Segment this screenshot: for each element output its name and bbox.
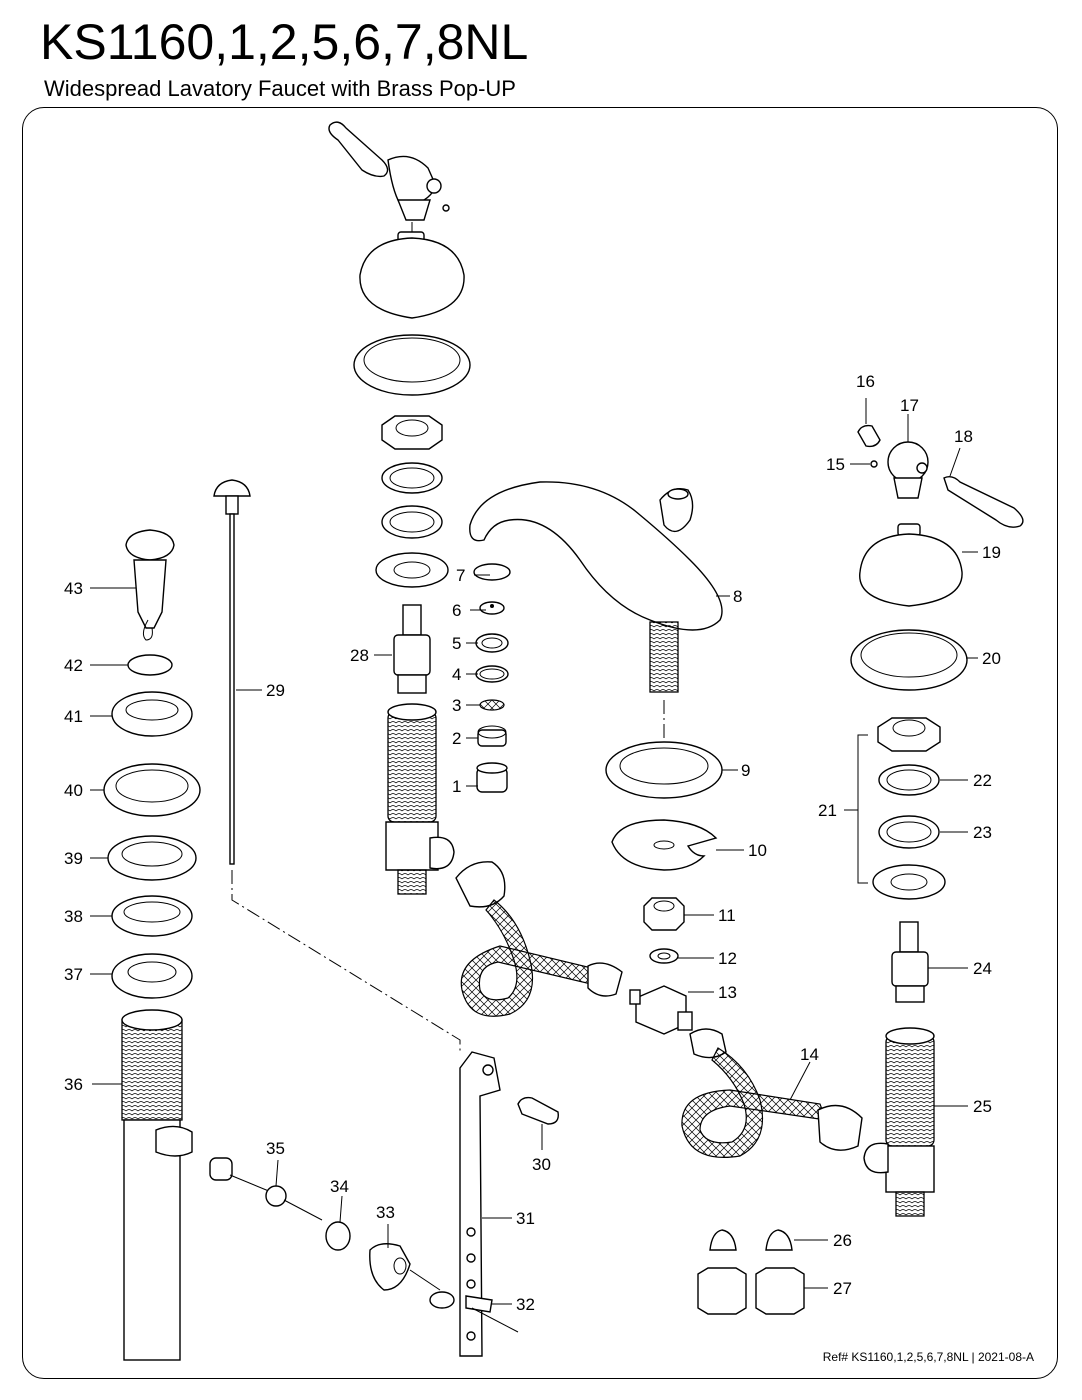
callout-32: 32 [516,1295,535,1314]
callout-23: 23 [973,823,992,842]
callout-36: 36 [64,1075,83,1094]
callout-22: 22 [973,771,992,790]
callout-10: 10 [748,841,767,860]
fittings-group [697,1229,805,1315]
diagram-frame [22,107,1058,1379]
callout-8: 8 [733,587,742,606]
callout-5: 5 [452,634,461,653]
callout-11: 11 [718,906,736,925]
spout-group [469,481,723,793]
callouts: 7 6 5 4 3 2 1 8 9 10 11 12 13 14 15 16 1… [64,372,1001,1314]
callout-42: 42 [64,656,83,675]
callout-12: 12 [718,949,737,968]
callout-29: 29 [266,681,285,700]
callout-17: 17 [900,396,919,415]
hoses-group [455,861,863,1158]
page-title: KS1160,1,2,5,6,7,8NL [40,14,529,70]
callout-39: 39 [64,849,83,868]
callout-43: 43 [64,579,83,598]
popup-drain-group [103,529,455,1361]
callout-33: 33 [376,1203,395,1222]
callout-7: 7 [456,566,465,585]
callout-1: 1 [452,777,461,796]
callout-19: 19 [982,543,1001,562]
callout-6: 6 [452,601,461,620]
popup-rod-group [213,479,559,1357]
callout-38: 38 [64,907,83,926]
callout-16: 16 [856,372,875,391]
left-valve-group [385,604,455,895]
callout-15: 15 [826,455,845,474]
center-hardware-group [605,741,723,1035]
callout-26: 26 [833,1231,852,1250]
callout-41: 41 [64,707,83,726]
callout-25: 25 [973,1097,992,1116]
callout-27: 27 [833,1279,852,1298]
callout-34: 34 [330,1177,349,1196]
callout-24: 24 [973,959,992,978]
callout-3: 3 [452,696,461,715]
callout-30: 30 [532,1155,551,1174]
callout-31: 31 [516,1209,535,1228]
right-handle-group [850,424,1024,1217]
page-subtitle: Widespread Lavatory Faucet with Brass Po… [44,76,516,101]
callout-14: 14 [800,1045,819,1064]
left-handle-group [328,121,471,588]
callout-37: 37 [64,965,83,984]
callout-28: 28 [350,646,369,665]
callout-40: 40 [64,781,83,800]
callout-18: 18 [954,427,973,446]
callout-13: 13 [718,983,737,1002]
callout-20: 20 [982,649,1001,668]
callout-2: 2 [452,729,461,748]
callout-9: 9 [741,761,750,780]
callout-4: 4 [452,665,461,684]
callout-21: 21 [818,801,837,820]
reference-number: Ref# KS1160,1,2,5,6,7,8NL | 2021-08-A [822,1350,1034,1364]
callout-35: 35 [266,1139,285,1158]
